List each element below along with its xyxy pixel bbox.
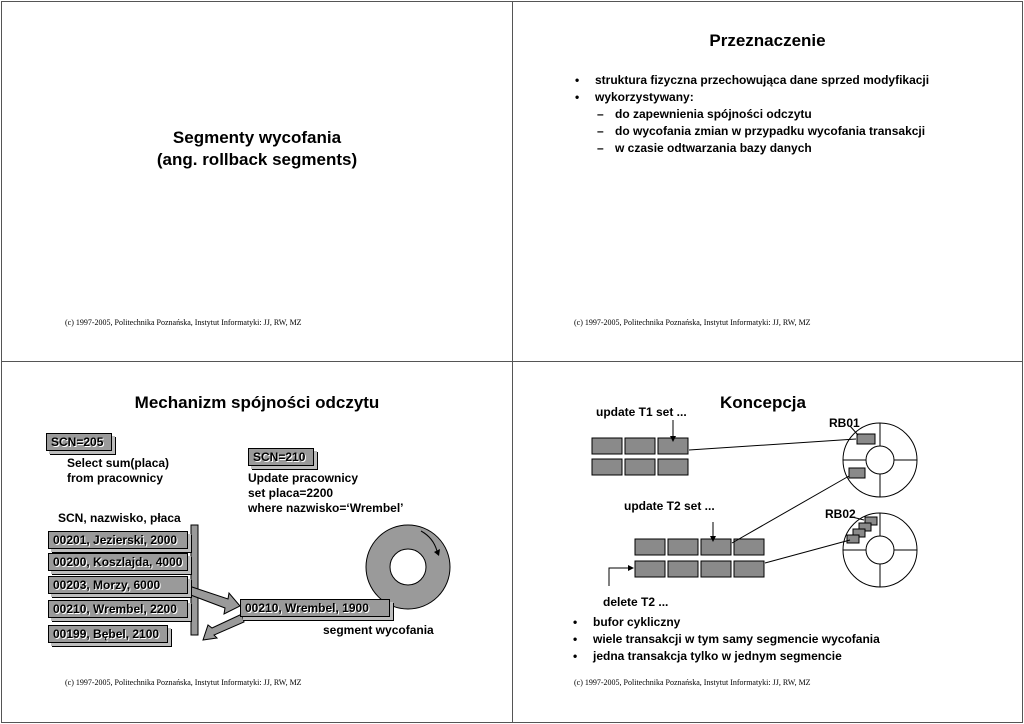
block-arrow-to-rollback (187, 585, 241, 615)
frame-vertical-divider (512, 1, 513, 723)
delete-t2-arrowhead (628, 565, 634, 571)
table-row: 00210, Wrembel, 2200 (48, 600, 188, 618)
table-row: 00203, Morzy, 6000 (48, 576, 188, 594)
update-query-line3: where nazwisko=‘Wrembel’ (248, 501, 404, 515)
slide-4-footer: (c) 1997-2005, Politechnika Poznańska, I… (574, 678, 811, 687)
select-query-line1: Select sum(placa) (67, 456, 170, 470)
slide-2-subbullet: do wycofania zmian w przypadku wycofania… (575, 123, 929, 140)
rollback-segment-direction-arrow (420, 530, 438, 552)
update-t2-arrowhead (710, 536, 716, 542)
slide-4-bullet: wiele transakcji w tym samy segmencie wy… (573, 631, 880, 648)
frame-left (1, 1, 2, 723)
slide-2: Przeznaczenie struktura fizyczna przecho… (513, 2, 1022, 361)
slide-3-title: Mechanizm spójności odczytu (134, 393, 380, 412)
slide-4-bullet: bufor cykliczny (573, 614, 880, 631)
slide-4-bullet: jedna transakcja tylko w jednym segmenci… (573, 648, 880, 665)
slide-2-bullet: struktura fizyczna przechowująca dane sp… (575, 72, 929, 89)
update-t1-arrowhead (670, 436, 676, 442)
slide-2-title: Przeznaczenie (709, 31, 826, 50)
table-row: 00200, Koszlajda, 4000 (48, 553, 188, 571)
rb01-pointer (849, 425, 859, 436)
slide-1: Segmenty wycofania (ang. rollback segmen… (2, 2, 512, 361)
rollback-entry-box: 00210, Wrembel, 1900 (240, 599, 390, 617)
columns-header: SCN, nazwisko, płaca (58, 511, 181, 525)
slide-1-footer: (c) 1997-2005, Politechnika Poznańska, I… (65, 318, 302, 327)
slide-4-bullet-list: bufor cykliczny wiele transakcji w tym s… (573, 614, 880, 665)
slide-3-footer: (c) 1997-2005, Politechnika Poznańska, I… (65, 678, 302, 687)
slide-2-footer: (c) 1997-2005, Politechnika Poznańska, I… (574, 318, 811, 327)
rb01-label: RB01 (829, 416, 860, 430)
block-arrow-from-rollback (202, 613, 245, 641)
update-query-line1: Update pracownicy (248, 471, 359, 485)
delete-t2-arrow (608, 567, 632, 586)
update-t2-label: update T2 set ... (624, 499, 715, 513)
scn-205-box: SCN=205 (46, 433, 112, 451)
update-t1-label: update T1 set ... (596, 405, 687, 419)
slide-2-bullet: wykorzystywany: (575, 89, 929, 106)
slide-4-title: Koncepcja (720, 393, 806, 412)
t1-to-rb01-line (688, 438, 857, 451)
rb01-spokes (843, 423, 917, 497)
slide-1-title-line1: Segmenty wycofania (172, 128, 342, 147)
slide-1-title-line2: (ang. rollback segments) (156, 150, 358, 169)
segment-label: segment wycofania (323, 623, 434, 637)
slide-3-diagram-graphics (187, 524, 451, 641)
rb02-label: RB02 (825, 507, 856, 521)
rows-shadow-bar (190, 524, 199, 636)
t1-data-blocks (591, 437, 689, 476)
table-row: 00199, Bębel, 2100 (48, 625, 168, 643)
rb02-spokes (843, 513, 917, 587)
select-query-line2: from pracownicy (67, 471, 164, 485)
rb02-entries (846, 516, 878, 544)
slide-2-subbullet: do zapewnienia spójności odczytu (575, 106, 929, 123)
slide-2-bullet-list: struktura fizyczna przechowująca dane sp… (575, 72, 929, 157)
frame-horizontal-divider (1, 361, 1023, 362)
update-query-line2: set placa=2200 (248, 486, 334, 500)
slide-4: Koncepcja (513, 362, 1022, 722)
delete-t2-label: delete T2 ... (603, 595, 669, 609)
t2-to-rb01-line (731, 475, 850, 544)
slide-4-diagram-graphics (591, 420, 918, 588)
t2-data-blocks (634, 538, 765, 578)
t2-to-rb02-line (764, 539, 851, 564)
slide-2-subbullet: w czasie odtwarzania bazy danych (575, 140, 929, 157)
rb02-pointer (851, 516, 865, 521)
scn-210-box: SCN=210 (248, 448, 314, 466)
frame-right (1022, 1, 1023, 723)
rb01-entry (856, 433, 876, 445)
rollback-segment-arrowhead (434, 549, 440, 556)
table-row: 00201, Jezierski, 2000 (48, 531, 188, 549)
rollback-segment-hole (389, 548, 427, 586)
rb01-hole (865, 445, 895, 475)
rb02-hole (865, 535, 895, 565)
rb01-entry (848, 467, 866, 479)
slide-3: Mechanizm spójności odczytu SCN=205 Sele… (2, 362, 512, 722)
